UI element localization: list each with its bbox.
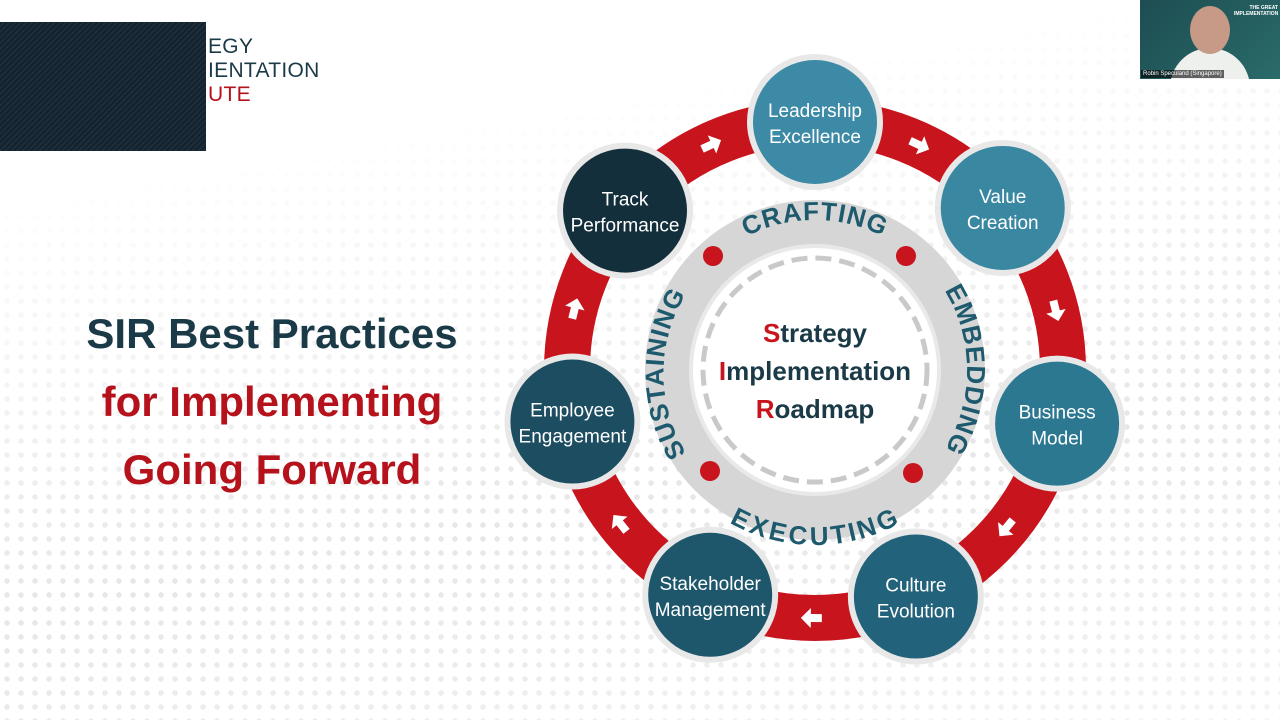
node-label: Business [1019,403,1096,424]
node-label: Employee [530,401,615,422]
arrow-icon [1046,299,1066,322]
participant-avatar [1190,6,1230,54]
arrow-icon [700,135,722,154]
svg-text:Strategy: Strategy [763,318,868,348]
node-label: Model [1031,429,1083,450]
node-label: Track [602,190,649,211]
node-label: Engagement [519,427,627,448]
center-disc [689,244,941,496]
logo-line-3: UTE [208,83,251,106]
node-circle [753,60,877,184]
video-brand: THE GREAT IMPLEMENTATION [1234,5,1279,17]
node-label: Performance [571,216,680,237]
node-label: Leadership [768,101,862,122]
arrow-icon [800,607,822,628]
participant-name: Robin Speculand (Singapore) [1141,70,1224,78]
logo-line-2: IENTATION [208,59,320,82]
node-circle [648,532,773,657]
node-circle [563,148,688,273]
dashed-ring [700,255,930,485]
phase-dots [700,246,923,483]
center-title: Strategy Implementation Roadmap [719,318,911,424]
svg-text:Roadmap: Roadmap [756,394,874,424]
node-label: Evolution [877,602,955,623]
node-label: Stakeholder [659,574,761,595]
node-label: Culture [885,576,946,597]
arrow-icon [611,514,630,534]
title-line-2: for Implementing [101,378,443,425]
participant-video[interactable]: THE GREAT IMPLEMENTATION Robin Speculand… [1140,0,1280,79]
logo-cover-block [0,22,206,151]
svg-text:Implementation: Implementation [719,356,911,386]
node-circle [510,359,635,484]
arrow-icon [908,136,930,155]
institute-logo-text: EGY IENTATION UTE [208,35,320,107]
title-line-3: Going Forward [122,446,422,493]
arrow-icon [998,517,1016,537]
node-circle [995,361,1120,486]
logo-line-1: EGY [208,35,254,58]
node-label: Excellence [769,127,861,148]
arrow-icon [565,298,585,320]
node-circle [940,145,1065,270]
node-label: Creation [967,213,1039,234]
node-circle [853,534,978,659]
title-line-1: SIR Best Practices [86,310,458,357]
slide-title: SIR Best Practices for Implementing Goin… [60,300,484,504]
node-label: Value [979,187,1026,208]
node-label: Management [655,600,767,621]
